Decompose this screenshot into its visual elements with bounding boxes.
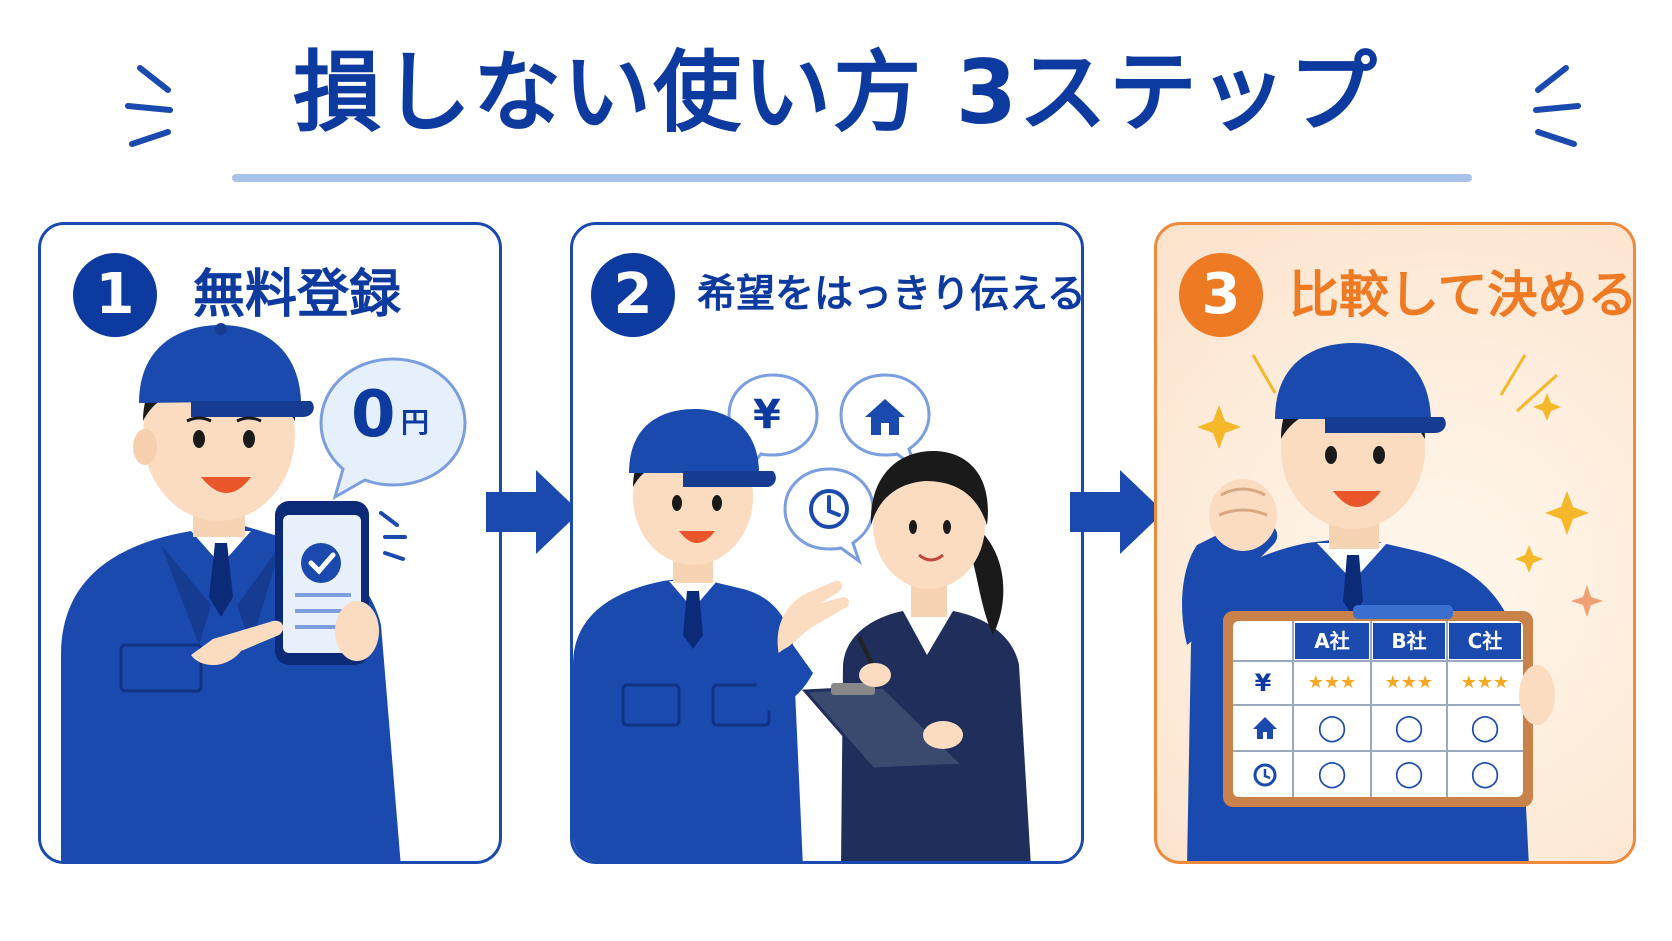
column-header-b: B社 bbox=[1391, 629, 1427, 653]
column-header-c: C社 bbox=[1467, 629, 1503, 653]
price-unit: 円 bbox=[401, 406, 430, 439]
step-1-panel: 1 無料登録 0 円 bbox=[38, 222, 502, 864]
rating-c-hours: ◯ bbox=[1470, 759, 1500, 789]
rating-a-housing: ◯ bbox=[1317, 713, 1347, 743]
rating-c-housing: ◯ bbox=[1470, 713, 1500, 743]
yen-icon: ¥ bbox=[753, 392, 781, 438]
rating-b-hours: ◯ bbox=[1394, 759, 1424, 789]
yen-icon: ¥ bbox=[1254, 669, 1272, 697]
page-title: 損しない使い方 3ステップ bbox=[293, 41, 1379, 144]
left-burst-decoration bbox=[125, 65, 173, 147]
clock-icon bbox=[809, 489, 849, 529]
house-icon bbox=[1253, 717, 1277, 739]
worker-and-consultant-illustration bbox=[573, 409, 1031, 861]
right-burst-decoration bbox=[1533, 65, 1581, 147]
step-arrow-1 bbox=[486, 470, 580, 554]
step-3-panel: 3 比較して決める bbox=[1154, 222, 1636, 864]
step-1-number: 1 bbox=[73, 253, 157, 337]
worker-with-comparison-board-illustration bbox=[1182, 343, 1603, 861]
rating-a-price: ★★★ bbox=[1307, 672, 1357, 693]
step-2-number: 2 bbox=[591, 253, 675, 337]
step-1-label: 無料登録 bbox=[193, 265, 402, 325]
house-icon bbox=[865, 399, 905, 435]
step-3-label: 比較して決める bbox=[1289, 266, 1636, 324]
rating-c-price: ★★★ bbox=[1460, 672, 1510, 693]
step-3-number: 3 bbox=[1179, 253, 1263, 337]
worker-with-phone-illustration bbox=[61, 323, 407, 861]
rating-b-price: ★★★ bbox=[1384, 672, 1434, 693]
rating-a-hours: ◯ bbox=[1317, 759, 1347, 789]
step-2-label: 希望をはっきり伝える bbox=[697, 272, 1084, 317]
title-underline bbox=[232, 174, 1472, 182]
rating-b-housing: ◯ bbox=[1394, 713, 1424, 743]
house-speech-bubble bbox=[839, 373, 931, 471]
price-value: 0 bbox=[351, 378, 396, 452]
price-speech-bubble bbox=[319, 357, 467, 501]
step-arrow-2 bbox=[1070, 470, 1164, 554]
column-header-a: A社 bbox=[1314, 629, 1350, 653]
step-2-panel: 2 希望をはっきり伝える ¥ bbox=[570, 222, 1084, 864]
clock-icon bbox=[1253, 763, 1277, 787]
